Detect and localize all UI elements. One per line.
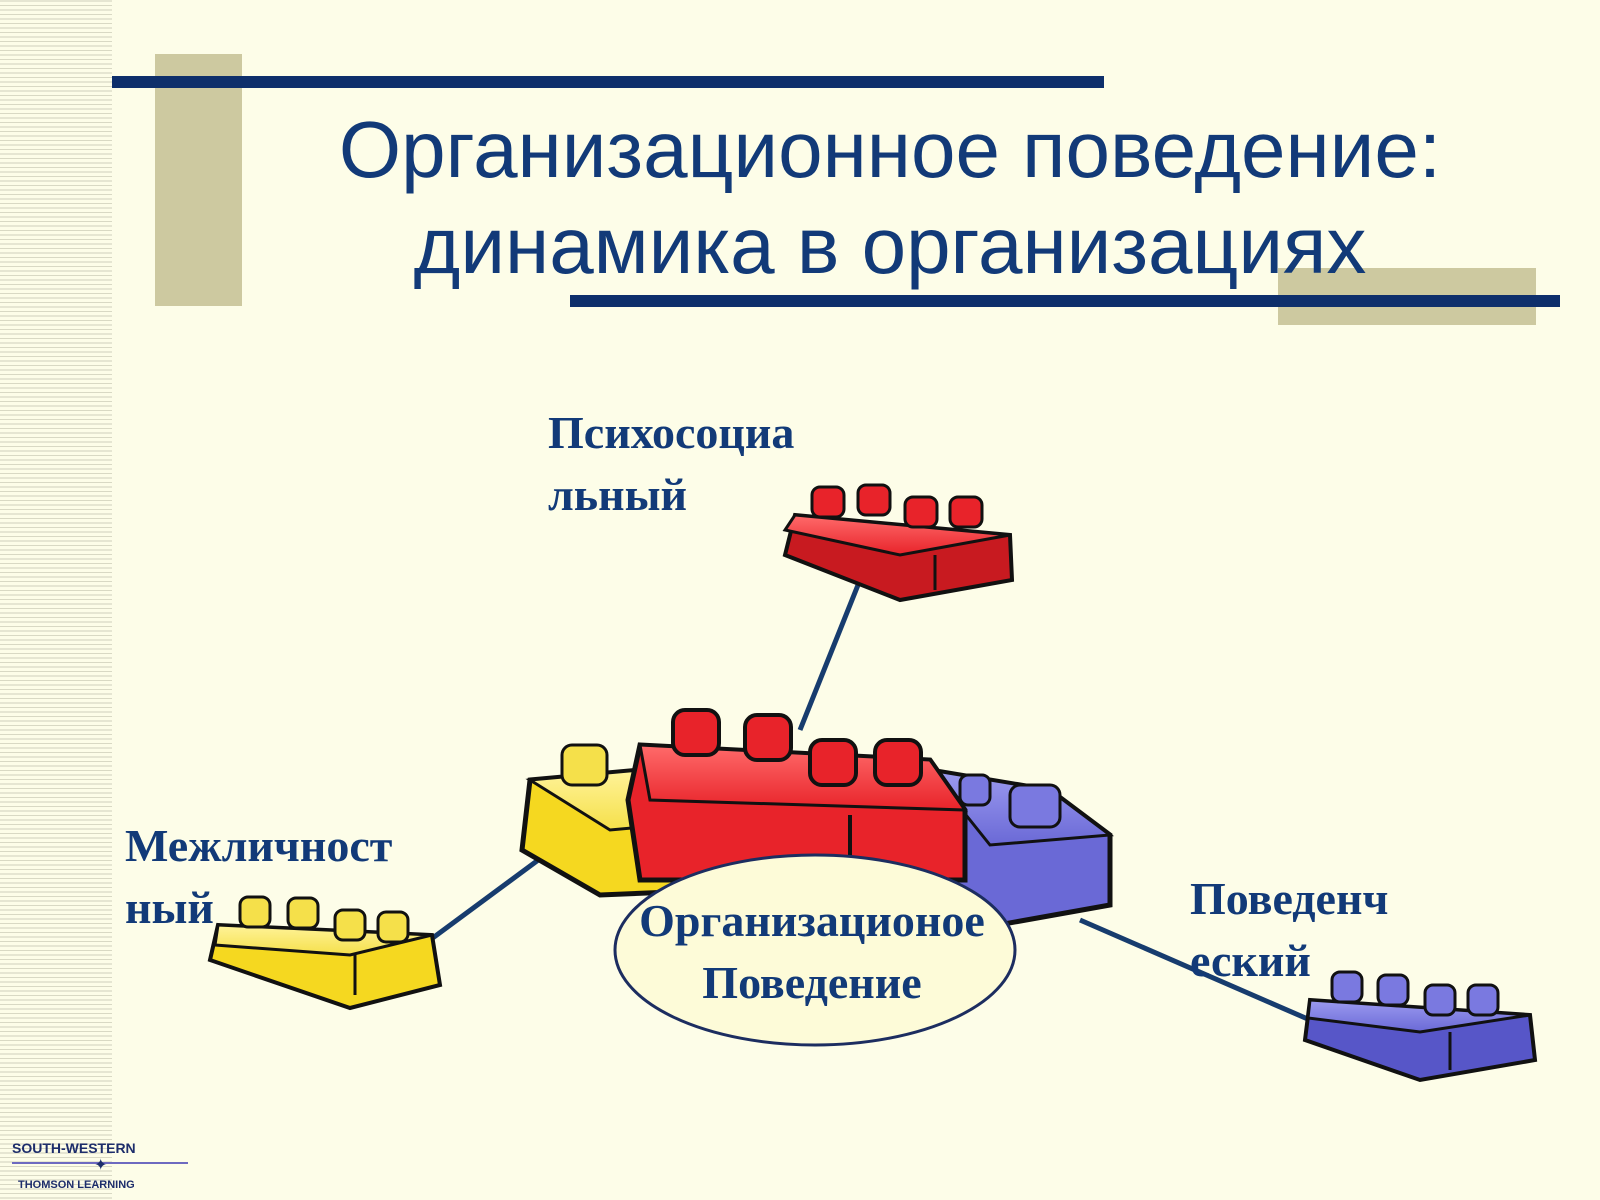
- label-psychosocial-line-2: льный: [548, 469, 688, 520]
- label-behavioral-line-1: Поведенч: [1190, 873, 1389, 924]
- logo-line-1: SOUTH-WESTERN: [12, 1140, 136, 1156]
- label-interpersonal: Межличност ный: [125, 815, 392, 939]
- slide-title-line-2: динамика в организациях: [413, 201, 1367, 290]
- slide-title: Организационное поведение: динамика в ор…: [250, 102, 1530, 294]
- publisher-logo: SOUTH-WESTERN ✦ THOMSON LEARNING: [12, 1140, 188, 1191]
- label-psychosocial: Психосоциа льный: [548, 402, 794, 526]
- title-rule-bottom: [570, 295, 1560, 307]
- title-rule-top: [112, 76, 1104, 88]
- logo-star-icon: ✦: [94, 1155, 107, 1174]
- blue-brick-center: [926, 767, 1115, 933]
- center-ellipse: [613, 853, 1017, 1047]
- label-psychosocial-line-1: Психосоциа: [548, 407, 795, 458]
- slide-title-line-1: Организационное поведение:: [338, 105, 1442, 194]
- center-label-line-1: Организационое: [639, 895, 985, 946]
- red-brick-center: [625, 708, 968, 883]
- center-label: Организационое Поведение: [602, 890, 1022, 1014]
- label-behavioral: Поведенч еский: [1190, 868, 1388, 992]
- label-interpersonal-line-2: ный: [125, 882, 214, 933]
- connector-left: [428, 852, 547, 943]
- left-stripe-decoration: [0, 0, 112, 1200]
- olive-accent-block-left: [155, 54, 242, 306]
- center-label-line-2: Поведение: [702, 957, 922, 1008]
- blue-brick-right: [1302, 970, 1538, 1083]
- connector-top: [797, 574, 865, 731]
- yellow-brick-left: [207, 895, 443, 1011]
- label-interpersonal-line-1: Межличност: [125, 820, 393, 871]
- red-brick-top: [782, 483, 1015, 603]
- label-behavioral-line-2: еский: [1190, 935, 1311, 986]
- logo-line-2: THOMSON LEARNING: [18, 1179, 135, 1191]
- connector-right: [1079, 917, 1311, 1023]
